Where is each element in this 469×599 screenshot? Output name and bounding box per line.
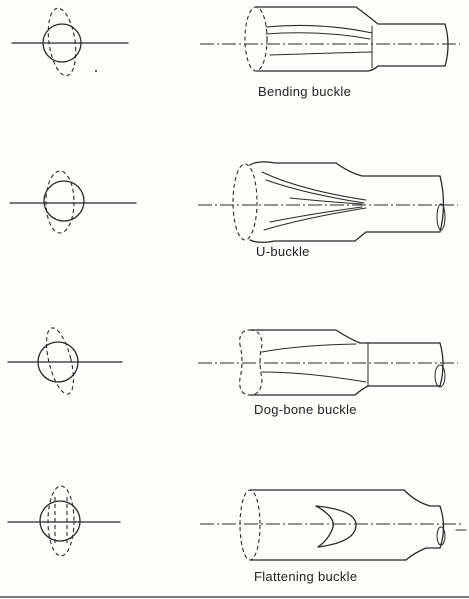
row-flattening-buckle: Flattening buckle — [7, 485, 467, 584]
caption-flattening-buckle: Flattening buckle — [254, 569, 357, 584]
bending-cross-section — [11, 7, 129, 77]
u-buckle-side-view — [198, 161, 458, 243]
dog-bone-cross-section — [7, 327, 123, 395]
caption-bending-buckle: Bending buckle — [258, 84, 351, 99]
caption-dog-bone-buckle: Dog-bone buckle — [254, 402, 357, 417]
row-u-buckle: U-buckle — [9, 161, 458, 259]
u-buckle-cross-section — [9, 170, 137, 234]
flattening-side-view — [200, 489, 467, 561]
row-bending-buckle: Bending buckle — [11, 6, 460, 99]
caption-u-buckle: U-buckle — [256, 244, 310, 259]
bending-side-view — [200, 6, 460, 72]
dog-bone-side-view — [198, 329, 458, 396]
flattening-cross-section — [7, 485, 121, 557]
row-dog-bone-buckle: Dog-bone buckle — [7, 327, 458, 417]
